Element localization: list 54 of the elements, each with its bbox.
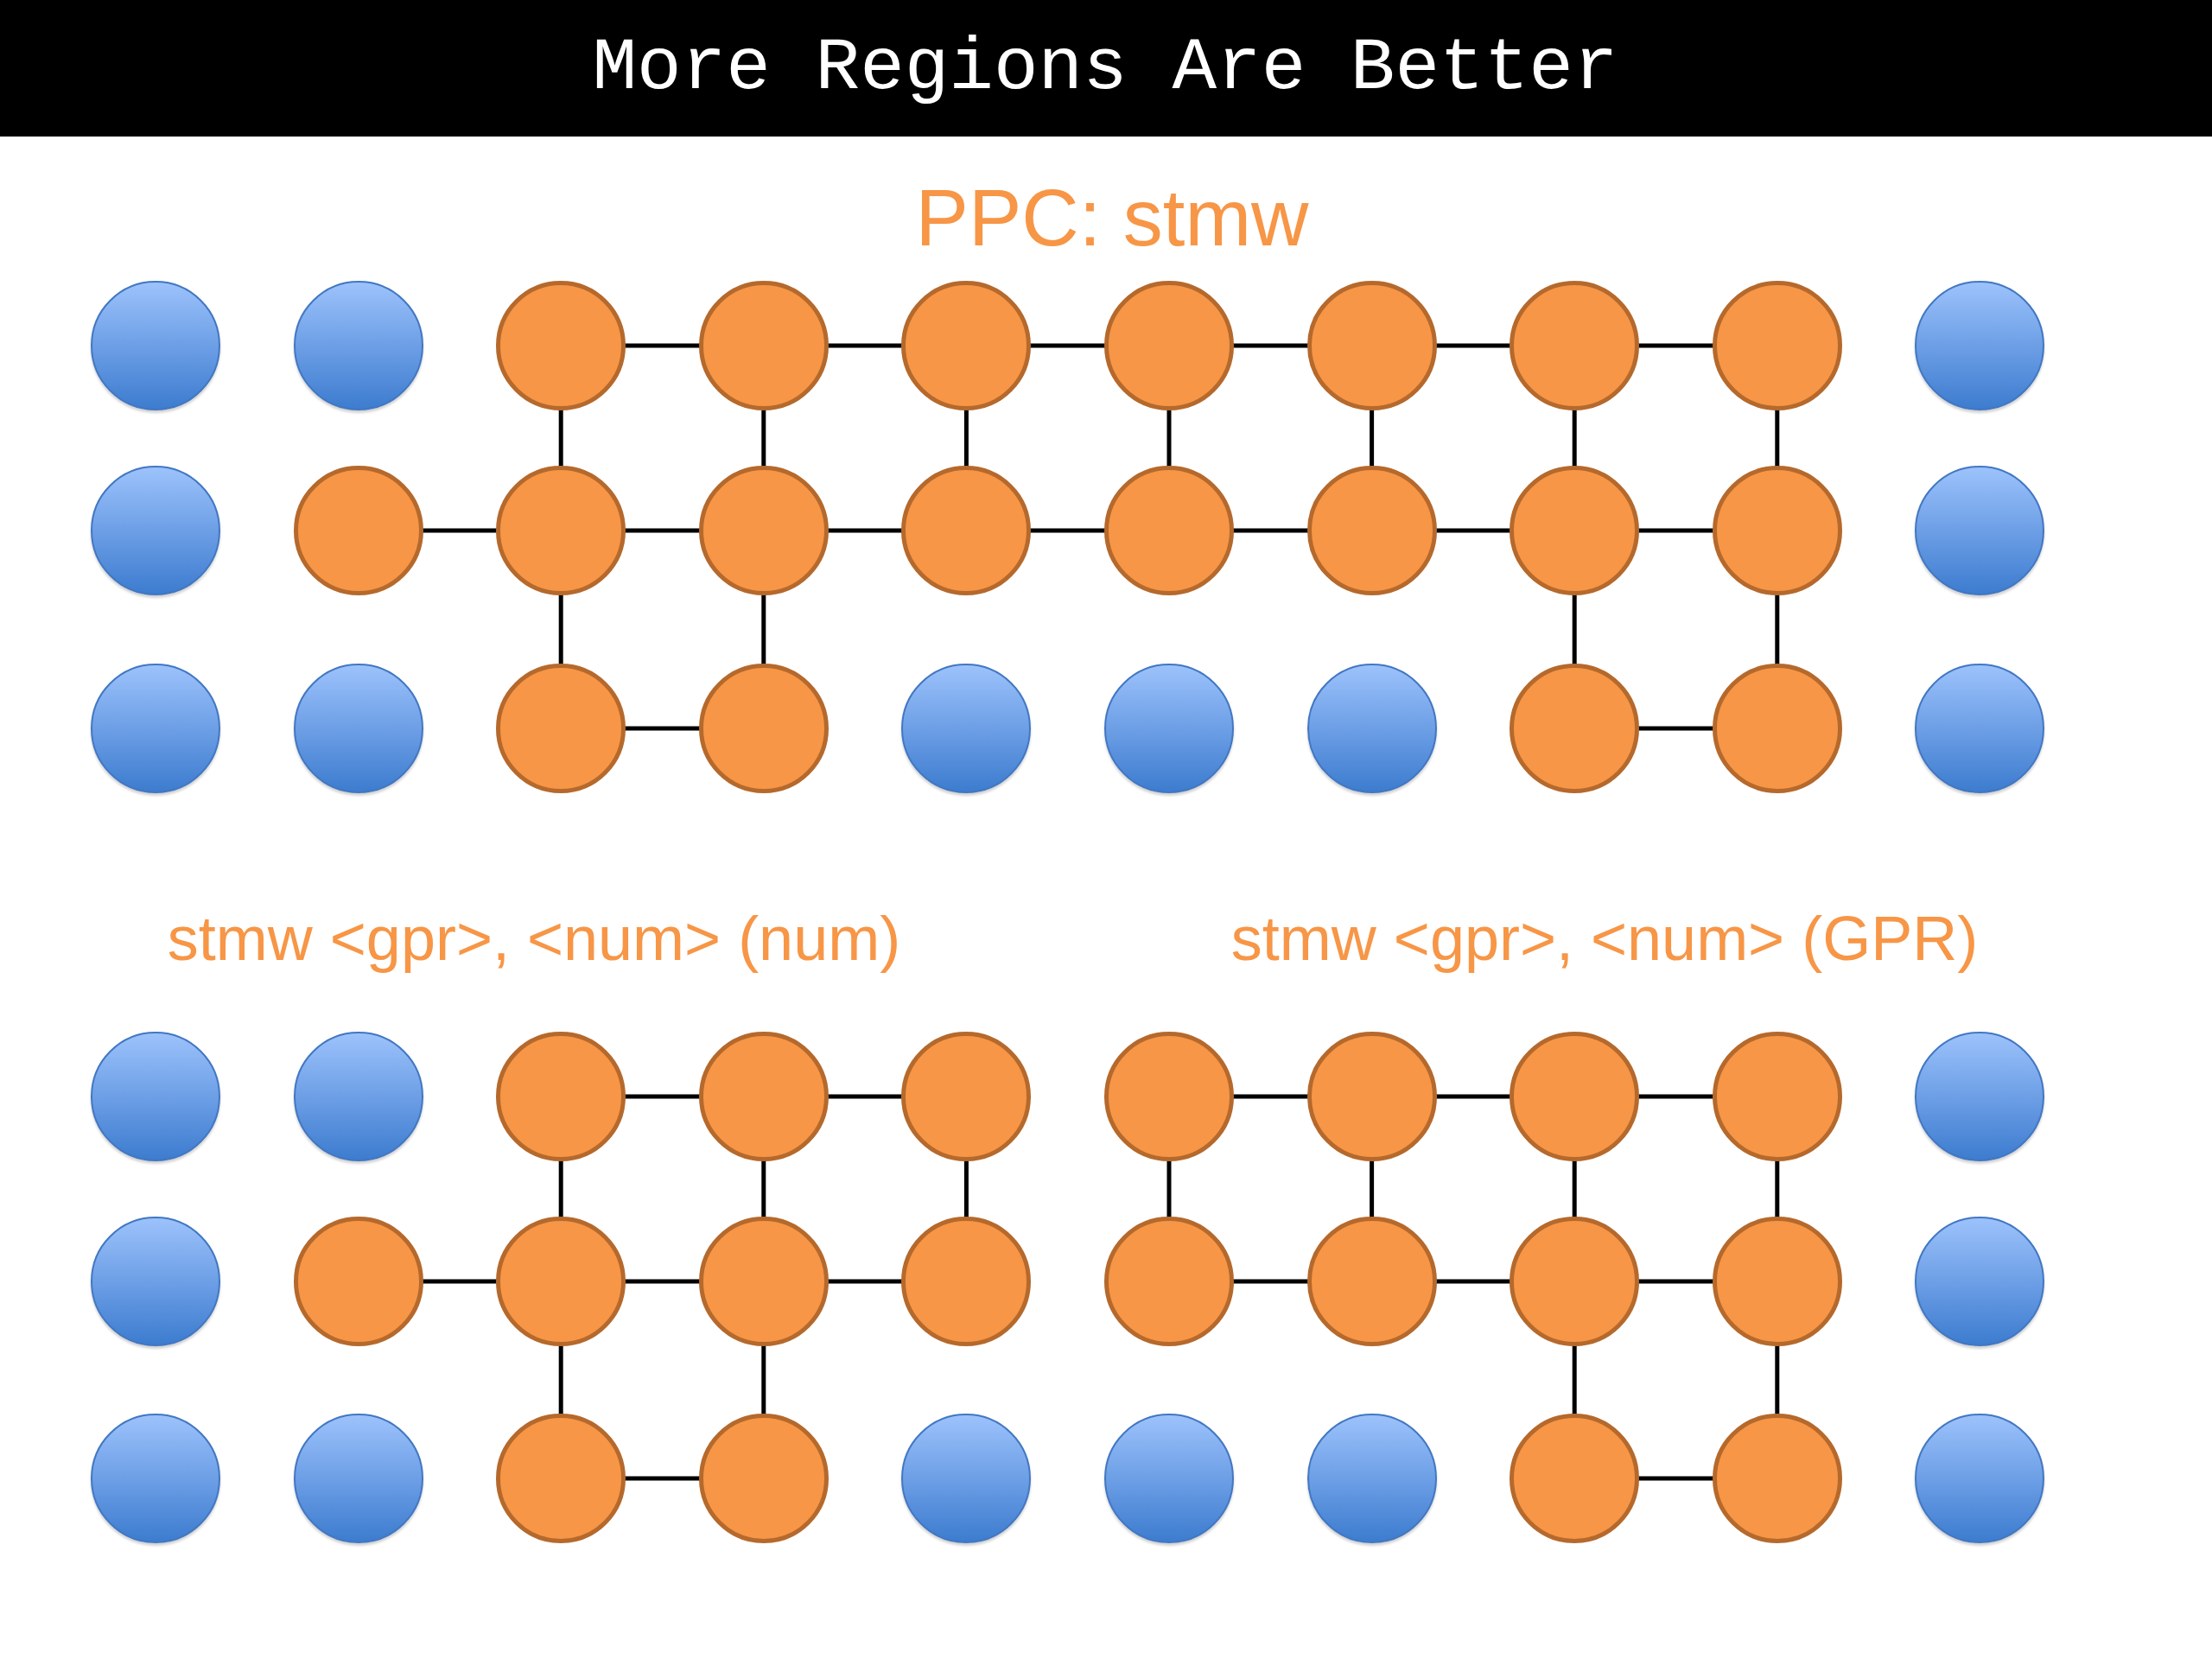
connector-line <box>1370 1160 1375 1218</box>
heading: PPC: stmw <box>915 173 1309 264</box>
title-text: More Regions Are Better <box>592 27 1618 110</box>
connector-line <box>1637 726 1714 731</box>
connector-line <box>1572 409 1577 467</box>
instruction-label: stmw <gpr>, <num> (num) <box>167 902 901 975</box>
connector-line <box>826 1279 904 1284</box>
connector-line <box>826 343 904 348</box>
connector-line <box>624 528 701 533</box>
connector-line <box>558 594 563 665</box>
connector-line <box>1232 343 1309 348</box>
connector-line <box>1029 343 1106 348</box>
connector-line <box>1232 528 1309 533</box>
connector-line <box>963 409 969 467</box>
connector-line <box>1434 343 1512 348</box>
connector-line <box>624 1094 701 1099</box>
connector-line <box>1572 1160 1577 1218</box>
connector-line <box>1232 1094 1309 1099</box>
connector-line <box>1232 1279 1309 1284</box>
connector-line <box>761 594 766 665</box>
connector-line <box>761 409 766 467</box>
connector-line <box>421 1279 499 1284</box>
connector-line <box>1637 1094 1714 1099</box>
connector-line <box>1775 594 1780 665</box>
connector-line <box>558 1344 563 1415</box>
connector-line <box>1029 528 1106 533</box>
connector-line <box>1166 409 1172 467</box>
connector-line <box>963 1160 969 1218</box>
connector-line <box>1166 1160 1172 1218</box>
connector-line <box>624 343 701 348</box>
connector-line <box>1572 594 1577 665</box>
connector-line <box>1434 528 1512 533</box>
connector-line <box>624 726 701 731</box>
connector-line <box>761 1344 766 1415</box>
connector-line <box>1637 1476 1714 1481</box>
connector-line <box>1572 1344 1577 1415</box>
connector-line <box>1775 409 1780 467</box>
connector-line <box>1434 1279 1512 1284</box>
connector-line <box>1637 1279 1714 1284</box>
instruction-label: stmw <gpr>, <num> (GPR) <box>1230 902 1979 975</box>
connector-line <box>1775 1160 1780 1218</box>
connector-line <box>624 1476 701 1481</box>
connector-line <box>558 409 563 467</box>
connector-line <box>624 1279 701 1284</box>
connector-line <box>1434 1094 1512 1099</box>
connector-line <box>1370 409 1375 467</box>
connector-line <box>558 1160 563 1218</box>
connector-line <box>826 528 904 533</box>
connector-line <box>826 1094 904 1099</box>
connector-line <box>761 1160 766 1218</box>
connector-line <box>1775 1344 1780 1415</box>
connector-line <box>421 528 499 533</box>
connector-line <box>1637 528 1714 533</box>
connector-line <box>1637 343 1714 348</box>
